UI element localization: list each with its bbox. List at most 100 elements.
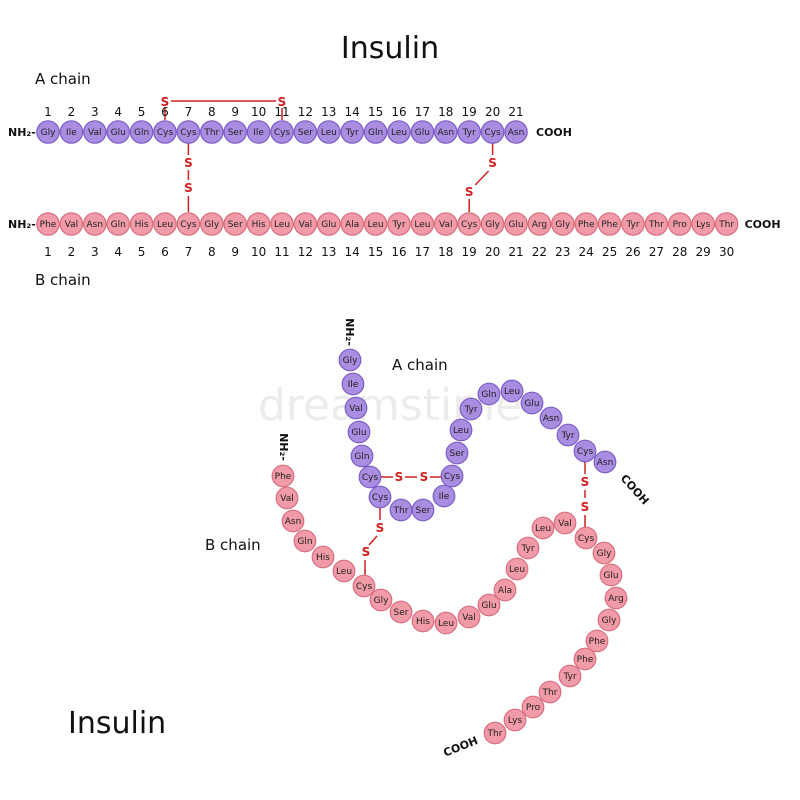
a-index-11: 11 [274,105,289,119]
b-folded-residue-28-bead [521,695,545,719]
b-residue-22: Arg [527,212,552,236]
b-residue-23: Gly [550,212,575,236]
b-folded-residue-22-bead [604,586,628,610]
b-residue-4: Gln [106,212,130,236]
a-folded-residue-12-label: Ser [450,449,465,459]
b-residue-18-label: Val [439,220,452,230]
a-folded-residue-19-label: Tyr [560,431,574,441]
b-residue-14-bead [340,212,364,236]
a-residue-10-label: Ile [253,128,264,138]
b-residue-7: Cys [176,212,201,236]
b-folded-residue-16-label: Tyr [520,544,534,554]
b-residue-1-label: Phe [40,220,57,230]
a-folded-residue-2-bead [341,372,365,396]
a-residue-14-label: Tyr [345,128,359,138]
a-folded-residue-10-label: Ile [439,492,450,502]
b-residue-29-bead [691,212,715,236]
b-folded-residue-19-label: Cys [578,534,595,544]
a-residue-1: Gly [36,120,60,144]
b-folded-residue-16-bead [516,536,540,560]
b-folded-residue-15-bead [505,557,529,581]
a-residue-4-bead [106,120,130,144]
a-residue-8: Thr [200,120,224,144]
a-index-9: 9 [231,105,239,119]
b-folded-residue-17-label: Leu [535,524,551,534]
sulfur-a11-folded: S [420,470,429,484]
b-folded-residue-15: Leu [505,557,529,581]
b-residue-28-bead [667,212,692,236]
a-residue-20-bead [480,120,505,144]
a-folded-residue-20-bead [573,439,597,463]
a-index-4: 4 [114,105,122,119]
b-nh2-terminus-folded: NH₂- [277,433,290,461]
b-residue-5-label: His [135,220,149,230]
b-folded-residue-23: Gly [597,608,621,632]
b-index-16: 16 [391,245,406,259]
a-residue-10: Ile [246,120,271,144]
b-residue-17: Leu [410,212,435,236]
a-residue-21-label: Asn [508,128,525,138]
b-index-14: 14 [345,245,360,259]
a-folded-residue-18-label: Asn [543,414,560,424]
a-residue-17: Glu [410,120,435,144]
b-folded-residue-9: Ser [389,600,413,624]
b-residue-24-bead [574,212,598,236]
a-index-10: 10 [251,105,266,119]
b-residue-15-bead [363,212,388,236]
a-index-2: 2 [68,105,76,119]
a-folded-residue-15-label: Gln [481,390,496,400]
b-residue-11: Leu [270,212,294,236]
b-folded-residue-28: Pro [521,695,545,719]
b-folded-residue-1: Phe [271,464,295,488]
b-residue-10-bead [246,212,271,236]
a-residue-20-label: Cys [484,128,501,138]
a-folded-residue-3: Val [344,396,368,420]
b-residue-27-label: Thr [648,220,664,230]
a-cooh-terminus-folded: COOH [618,472,652,507]
b-residue-24: Phe [574,212,598,236]
a-residue-7-label: Cys [180,128,197,138]
b-residue-19-label: Cys [461,220,478,230]
b-folded-residue-9-bead [389,600,413,624]
a-index-18: 18 [438,105,453,119]
b-folded-residue-20: Gly [592,541,616,565]
b-residue-2-bead [59,212,84,236]
b-residue-16: Tyr [387,212,411,236]
a-chain-linear: Gly1Ile2Val3Glu4Gln5Cys6Cys7Thr8Ser9Ile1… [36,105,528,144]
a-residue-12: Ser [293,120,318,144]
b-folded-residue-2-bead [275,486,299,510]
sulfur-a6-folded: S [395,470,404,484]
sulfur-a6: S [161,95,170,109]
b-residue-22-label: Arg [532,220,547,230]
a-folded-residue-7: Cys [368,485,392,509]
b-index-19: 19 [462,245,477,259]
b-residue-10-label: His [252,220,266,230]
b-index-7: 7 [185,245,193,259]
b-index-3: 3 [91,245,99,259]
sulfur-b7-folded: S [362,545,371,559]
a-folded-residue-12: Ser [445,441,469,465]
b-folded-residue-8: Gly [369,588,393,612]
b-residue-12: Val [293,212,318,236]
a-nh2-terminus: NH₂- [8,126,36,139]
b-residue-6-bead [153,212,177,236]
b-folded-residue-7-bead [352,574,376,598]
b-index-2: 2 [68,245,76,259]
a-residue-14-bead [340,120,364,144]
b-residue-7-bead [176,212,201,236]
b-residue-18-bead [433,212,458,236]
a-folded-residue-14-label: Tyr [463,405,477,415]
a-folded-residue-11-bead [440,464,464,488]
b-residue-15: Leu [363,212,388,236]
b-residue-28: Pro [667,212,692,236]
a-residue-5: Gln [129,120,154,144]
b-folded-residue-29-bead [503,708,527,732]
a-residue-2-bead [59,120,84,144]
a-chain-label: A chain [35,70,91,88]
b-residue-23-bead [550,212,575,236]
a-residue-5-bead [129,120,154,144]
a-folded-residue-10-bead [432,484,456,508]
sulfur-b19-folded: S [581,500,590,514]
